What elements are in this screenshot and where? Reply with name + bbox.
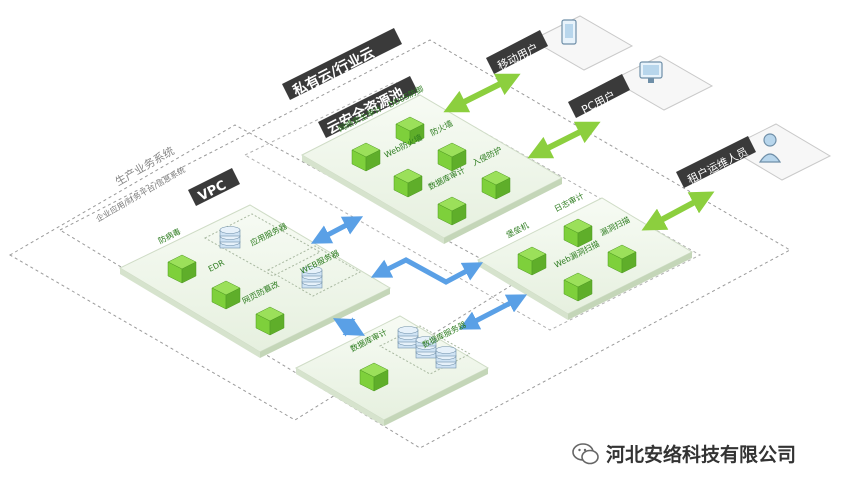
- web-firewall-cube: [393, 168, 423, 198]
- ddos-defense-cube: [395, 116, 425, 146]
- ops-arrow: [641, 191, 715, 231]
- network-security-audit-cube: [351, 142, 381, 172]
- vpc-label: VPC: [196, 178, 229, 205]
- pool-vpc-arrow: [310, 216, 364, 244]
- wechat-icon: [572, 442, 599, 464]
- web-scan-cube: [563, 272, 593, 302]
- watermark-text: 河北安络科技有限公司: [606, 444, 797, 466]
- firewall-cube: [437, 142, 467, 172]
- vpc-tile: [118, 204, 392, 358]
- mobile-user-card: 移动用户: [486, 15, 634, 74]
- vpc-ops-arrow: [370, 257, 484, 285]
- mobile-arrow: [443, 73, 521, 113]
- person-icon: [763, 133, 777, 147]
- db-audit-cube: [437, 196, 467, 226]
- vpc-db-arrow: [333, 317, 365, 337]
- db-tile: [294, 315, 490, 426]
- db-firewall-cube: [359, 362, 389, 392]
- db-ops-arrow: [458, 294, 528, 330]
- pc-arrow: [527, 121, 601, 159]
- intrusion-prevention-cube: [481, 170, 511, 200]
- pool-tile: [300, 94, 564, 244]
- private-cloud-label: 私有云/行业云: [290, 44, 377, 100]
- ops-tile: [476, 197, 694, 320]
- db-server-stack-3: [435, 346, 457, 369]
- db-server-stack-1: [397, 326, 419, 349]
- app-server-stack: [219, 226, 241, 249]
- watermark: 河北安络科技有限公司: [572, 440, 796, 467]
- edr-cube: [211, 280, 241, 310]
- anti-virus-cube: [167, 254, 197, 284]
- vpc-label-box: VPC: [188, 168, 240, 206]
- bastion-cube: [517, 246, 547, 276]
- ops-user-card: 租户运维人员: [676, 123, 832, 188]
- db-server-stack-2: [415, 336, 437, 359]
- tamper-proof-cube: [255, 306, 285, 336]
- vuln-scan-cube: [607, 244, 637, 274]
- log-audit-cube: [563, 218, 593, 248]
- web-server-stack: [301, 266, 323, 289]
